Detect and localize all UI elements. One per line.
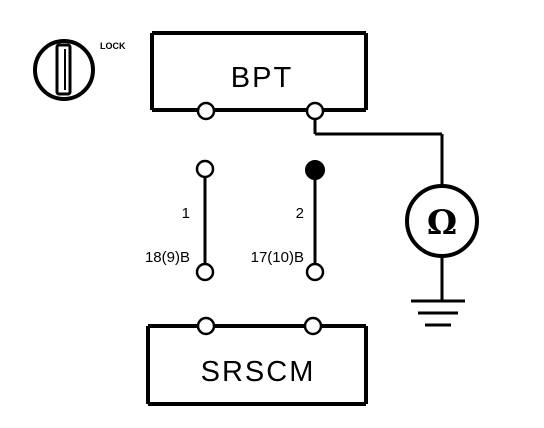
srscm-terminal-right [303,316,323,336]
ohm-symbol: Ω [427,203,457,243]
jumper-2-probe-point [305,160,325,180]
srscm-box [146,324,368,406]
lock-label: LOCK [100,41,126,51]
bpt-box [150,31,368,112]
terminal-2-pin: 17(10)B [251,249,304,266]
srscm-terminal-left [196,316,216,336]
terminal-2-number: 2 [296,205,304,222]
lock-switch-icon [33,39,95,101]
terminal-1-number: 1 [182,205,190,222]
jumper-2-bottom-terminal [305,262,325,282]
ground-icon [411,299,465,327]
bpt-terminal-right [305,101,325,121]
jumper-1-top-terminal [195,159,215,179]
bpt-label: BPT [231,62,293,94]
jumper-1-bottom-terminal [195,262,215,282]
srscm-label: SRSCM [201,356,316,388]
terminal-1-pin: 18(9)B [145,249,190,266]
bpt-terminal-left [196,101,216,121]
